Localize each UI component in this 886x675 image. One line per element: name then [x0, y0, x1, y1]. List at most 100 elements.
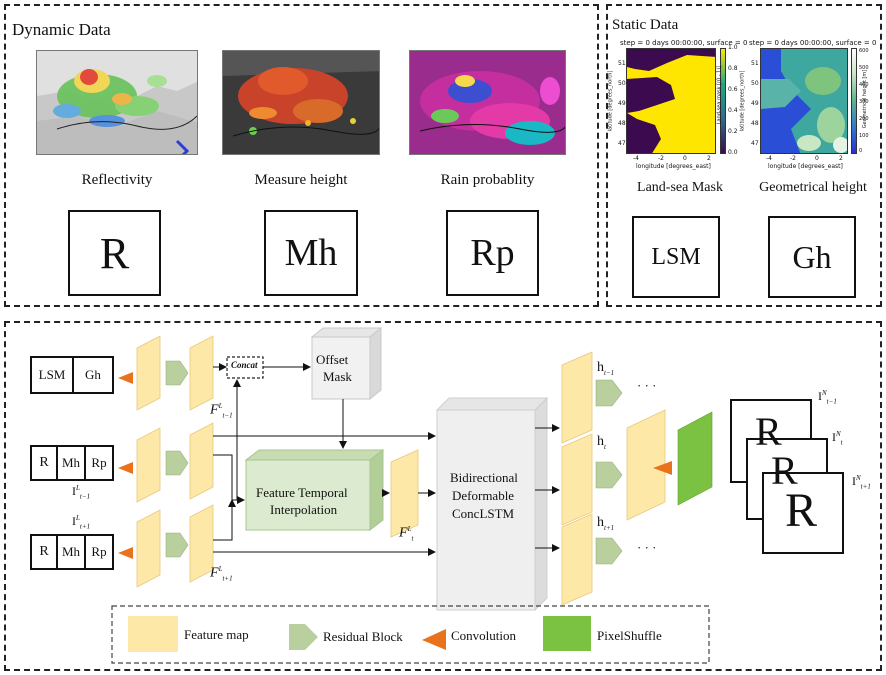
gh-ytick-1: 50 [751, 80, 759, 87]
offset-mask-box [310, 326, 383, 401]
legend-swatch-feature-map [128, 616, 178, 652]
residual-block-next [165, 532, 189, 558]
next-input-row: R Mh Rp [30, 534, 114, 570]
next-input-rp: Rp [84, 534, 114, 570]
gh-cbar-tick-3: 300 [859, 99, 869, 105]
measure-height-caption: Measure height [254, 172, 348, 188]
lsm-cbar-tick-0: 1.0 [728, 44, 738, 51]
residual-block-prev [165, 450, 189, 476]
lsm-ytick-4: 47 [618, 140, 626, 147]
gh-ytick-0: 51 [751, 60, 759, 67]
offset-label: Offset [316, 352, 349, 367]
gh-cbar-tick-1: 500 [859, 65, 869, 71]
rain-probability-caption: Rain probablity [440, 172, 535, 188]
legend-swatch-pixel-shuffle [543, 616, 591, 651]
residual-block-static [165, 360, 189, 386]
prev-input-rp: Rp [84, 445, 114, 481]
time-label-prev: ILt−1 [72, 484, 91, 501]
prev-input-mh: Mh [56, 445, 86, 481]
static-input-gh: Gh [72, 356, 114, 394]
legend-label-residual-block: Residual Block [323, 629, 403, 644]
rain-probability-symbol: Rp [470, 232, 515, 274]
residual-block-h-next [595, 537, 623, 565]
output-label-t: INt [832, 430, 843, 447]
lsm-plot-title: step = 0 days 00:00:00, surface = 0 [620, 39, 748, 47]
lsm-caption: Land-sea Mask [637, 180, 723, 195]
output-label-prev: INt−1 [818, 389, 837, 406]
reflectivity-map [36, 50, 198, 155]
lsm-ytick-2: 49 [618, 100, 626, 107]
gh-cbar-tick-2: 400 [859, 82, 869, 88]
static-input-row: LSM Gh [30, 356, 114, 394]
lsm-cbar-tick-2: 0.6 [728, 86, 738, 93]
time-label-next: ILt+1 [72, 514, 91, 531]
lsm-xtick-1: -2 [658, 155, 664, 162]
static-data-panel [606, 4, 882, 307]
measure-height-symbol-box: Mh [264, 210, 358, 296]
feature-map-prev-1 [136, 427, 161, 503]
h-t-label: ht [597, 434, 606, 451]
legend-label-pixel-shuffle: PixelShuffle [597, 628, 662, 643]
lsm-cbar-tick-4: 0.2 [728, 128, 738, 135]
convolution-static [118, 372, 133, 384]
residual-block-h-prev [595, 379, 623, 407]
dots-bottom: · · · [637, 540, 657, 555]
output-symbol-prev: R [755, 409, 782, 454]
measure-height-map [222, 50, 380, 155]
lsm-ytick-3: 48 [618, 120, 626, 127]
gh-xlabel: longitude [degrees_east] [768, 163, 843, 170]
rain-probability-symbol-box: Rp [446, 210, 539, 296]
feature-map-next-1 [136, 509, 161, 588]
legend-label-convolution: Convolution [451, 628, 517, 643]
feature-map-ft [390, 449, 419, 538]
dynamic-data-panel [4, 4, 599, 307]
h-next-label: ht+1 [597, 515, 615, 532]
lsm-xtick-0: -4 [633, 155, 639, 162]
legend-swatch-residual-block [289, 624, 318, 650]
lsm-xlabel: longitude [degrees_east] [636, 163, 711, 170]
measure-height-symbol: Mh [284, 232, 338, 274]
rain-probability-map [409, 50, 566, 155]
f-t-label: FLt [399, 525, 414, 543]
dots-top: · · · [637, 378, 657, 393]
gh-xtick-1: -2 [790, 155, 796, 162]
feature-map-prev-2 [189, 422, 214, 500]
output-label-next: INt+1 [852, 474, 871, 491]
gh-ytick-3: 48 [751, 120, 759, 127]
feature-map-h-prev [561, 351, 593, 444]
feature-map-static-2 [189, 335, 214, 411]
gh-plot [760, 48, 848, 154]
output-symbol-next: R [785, 484, 818, 537]
legend-swatch-convolution [422, 629, 446, 650]
gh-symbol-box: Gh [768, 216, 856, 298]
next-input-r: R [30, 534, 58, 570]
feature-interp-label-2: Interpolation [270, 502, 338, 517]
reflectivity-symbol-box: R [68, 210, 161, 296]
f-next-label: FLt+1 [210, 565, 233, 583]
output-box-next [762, 472, 844, 554]
gh-symbol: Gh [792, 238, 832, 275]
gh-cbar-tick-4: 200 [859, 116, 869, 122]
lsm-colorbar [720, 48, 726, 154]
feature-map-next-2 [189, 504, 214, 583]
lsm-xtick-2: 0 [683, 155, 687, 162]
convolution-next [118, 547, 133, 559]
feature-map-h-t [561, 433, 593, 526]
gh-xtick-0: -4 [766, 155, 772, 162]
static-data-title: Static Data [612, 17, 679, 33]
lsm-cbar-tick-5: 0.0 [728, 149, 738, 156]
convolution-merged [653, 461, 672, 475]
concat-label: Concat [231, 360, 258, 370]
bdc-label-3: ConcLSTM [452, 506, 515, 521]
feature-map-static-1 [136, 335, 161, 411]
mask-label: Mask [323, 369, 352, 384]
gh-cbar-tick-6: 0 [859, 148, 863, 154]
bdc-box [435, 396, 549, 612]
gh-colorbar [851, 48, 857, 154]
pixel-shuffle-block [677, 411, 713, 506]
reflectivity-caption: Reflectivity [81, 172, 153, 188]
lsm-ytick-0: 51 [618, 60, 626, 67]
bdc-label-2: Deformable [452, 488, 515, 503]
gh-cbar-tick-0: 600 [859, 48, 869, 54]
